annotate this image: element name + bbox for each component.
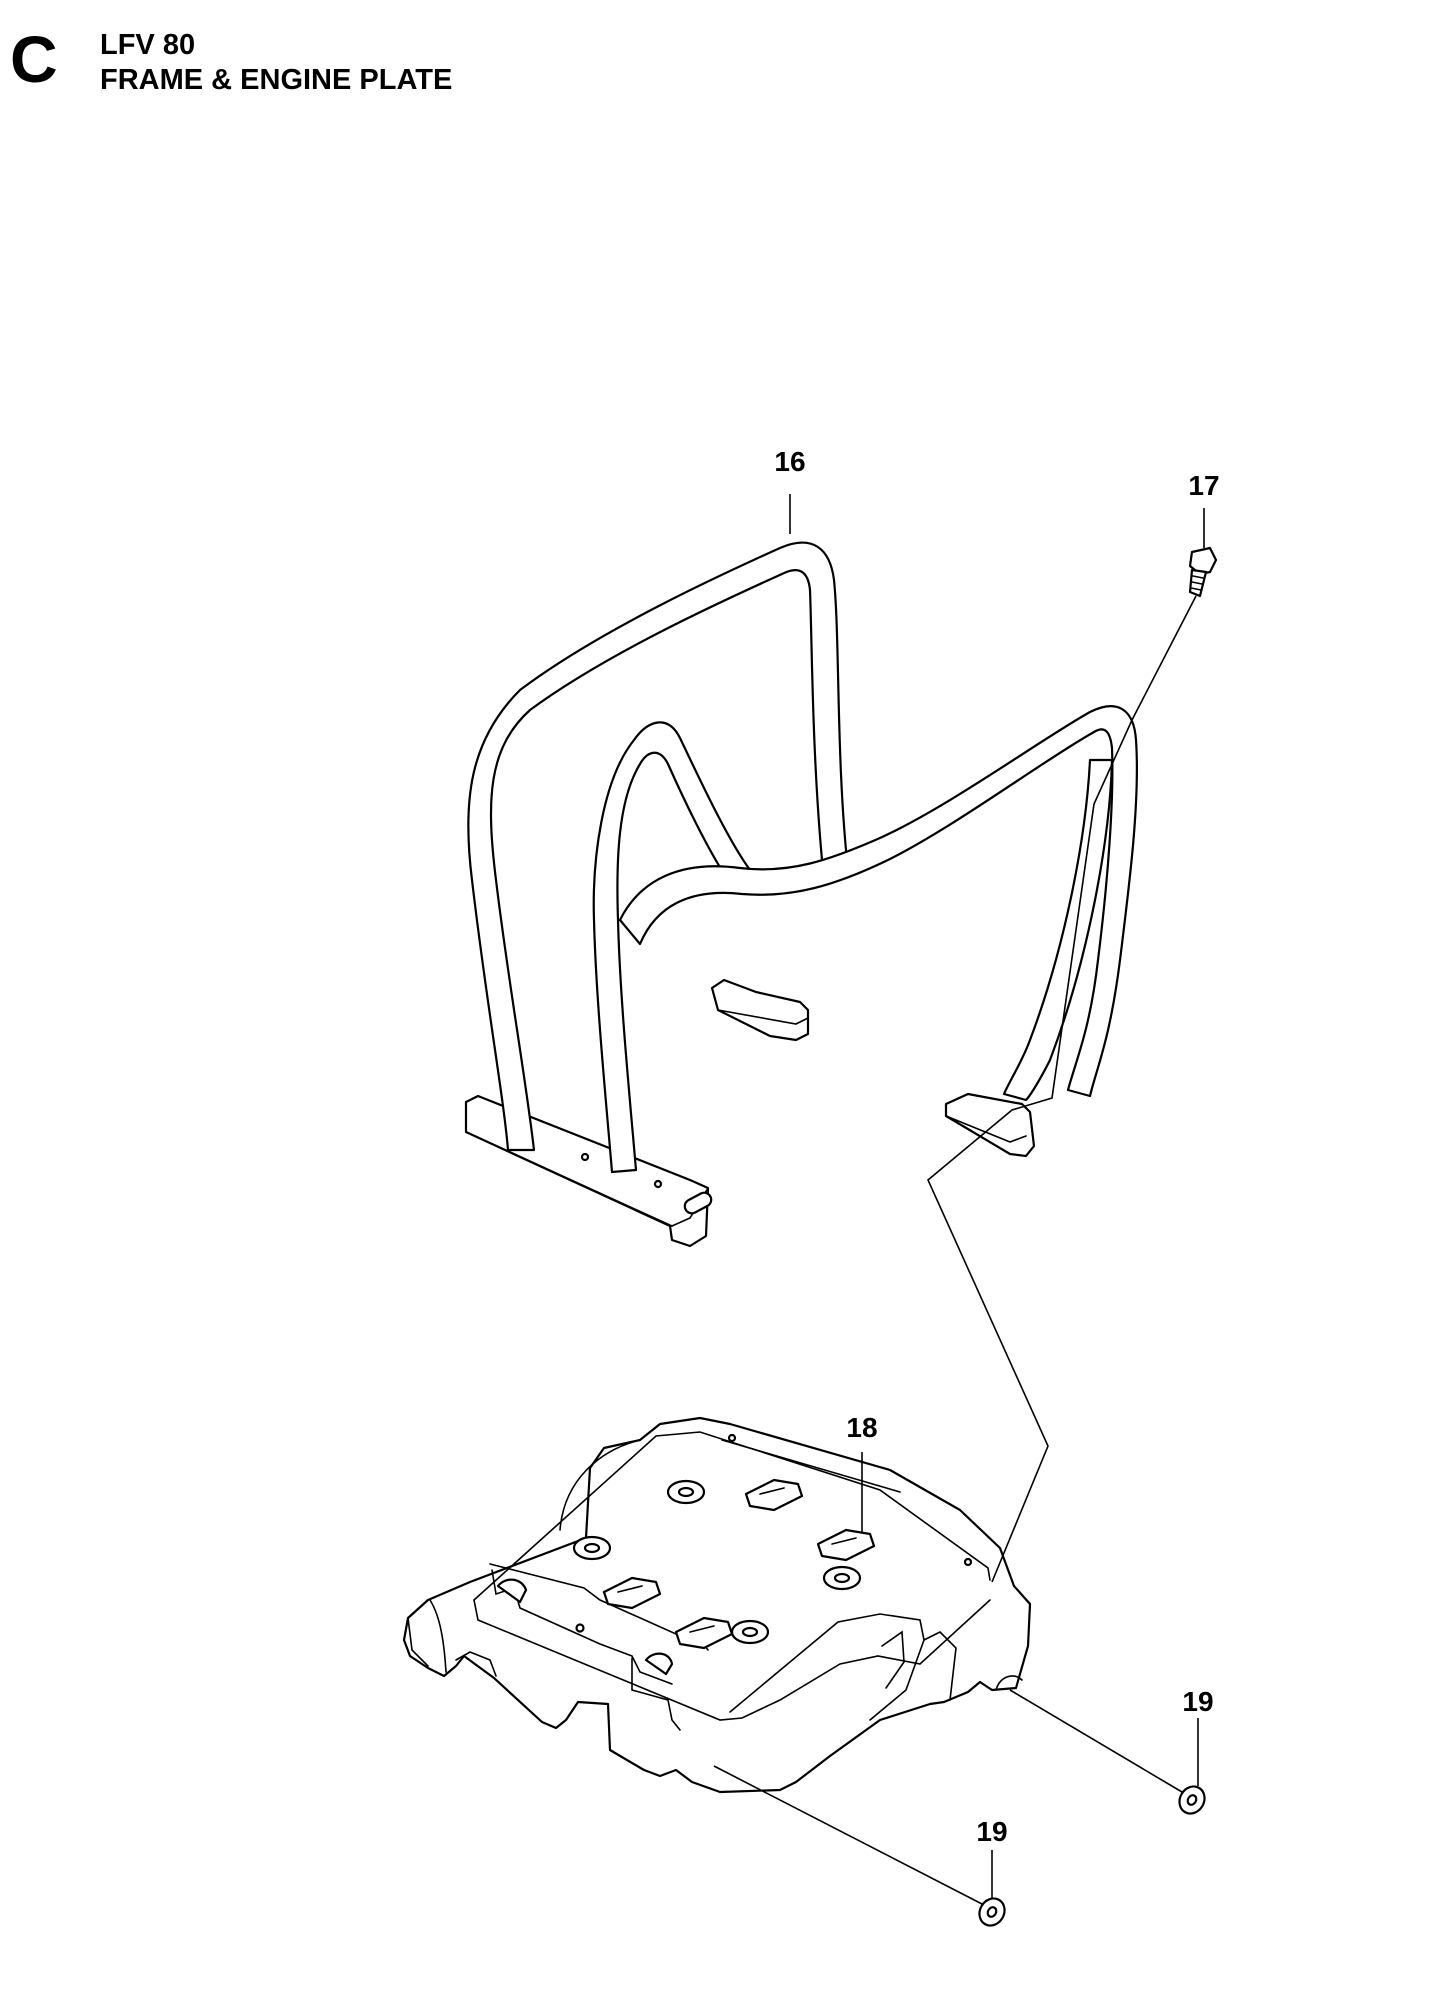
page-title: FRAME & ENGINE PLATE — [100, 64, 453, 96]
engine-plate-part-18[interactable] — [402, 1416, 1032, 1794]
callout-17: 17 — [1188, 470, 1220, 501]
frame-part-16[interactable] — [464, 541, 1138, 1248]
callout-19-right: 19 — [1182, 1686, 1214, 1717]
title-block: LFV 80 FRAME & ENGINE PLATE — [100, 28, 452, 98]
callout-19-bottom: 19 — [976, 1816, 1008, 1847]
model-name: LFV 80 — [100, 29, 196, 61]
leader-lines — [713, 494, 1205, 1905]
washer-part-19-right[interactable] — [1175, 1782, 1210, 1818]
section-letter: C — [10, 22, 58, 96]
callout-18: 18 — [846, 1412, 878, 1443]
callout-16: 16 — [774, 446, 806, 477]
washer-part-19-bottom[interactable] — [975, 1894, 1010, 1930]
screw-part-17[interactable] — [1188, 546, 1218, 598]
